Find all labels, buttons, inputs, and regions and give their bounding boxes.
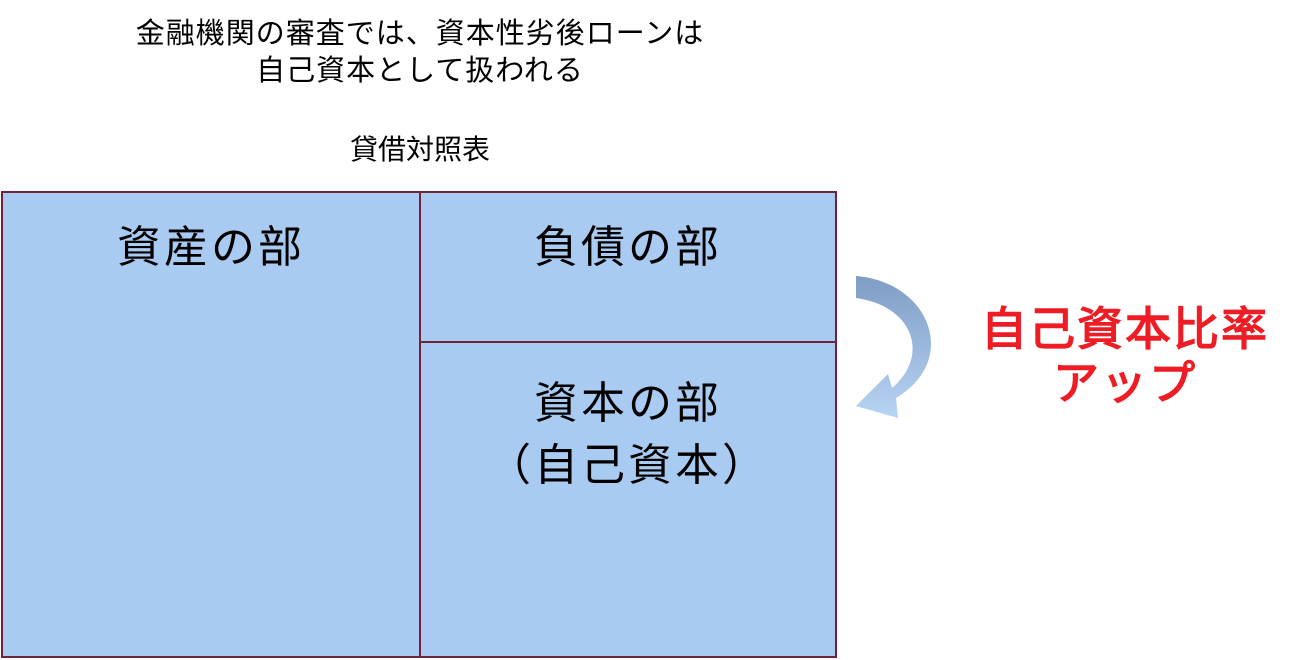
equity-sublabel: （自己資本） <box>487 440 769 491</box>
caption-line-2: 自己資本として扱われる <box>256 53 584 87</box>
ratio-up-text: 自己資本比率 <box>981 302 1269 356</box>
balance-sheet-title: 貸借対照表 <box>349 133 490 166</box>
arrow-body <box>856 276 931 418</box>
equity-section: 資本の部 （自己資本） <box>421 343 835 656</box>
balance-sheet: 資産の部 負債の部 資本の部 （自己資本） <box>1 191 837 658</box>
equity-label: 資本の部 <box>534 378 722 429</box>
assets-label: 資産の部 <box>117 222 305 273</box>
liabilities-section: 負債の部 <box>421 193 835 343</box>
curved-arrow-down-left-icon <box>848 270 958 440</box>
liabilities-label: 負債の部 <box>534 222 722 273</box>
ratio-up-subtext: アップ <box>1053 356 1197 410</box>
assets-section: 資産の部 <box>3 193 421 656</box>
curved-arrow-svg <box>856 276 931 418</box>
caption-line-1: 金融機関の審査では、資本性劣後ローンは <box>135 16 705 50</box>
